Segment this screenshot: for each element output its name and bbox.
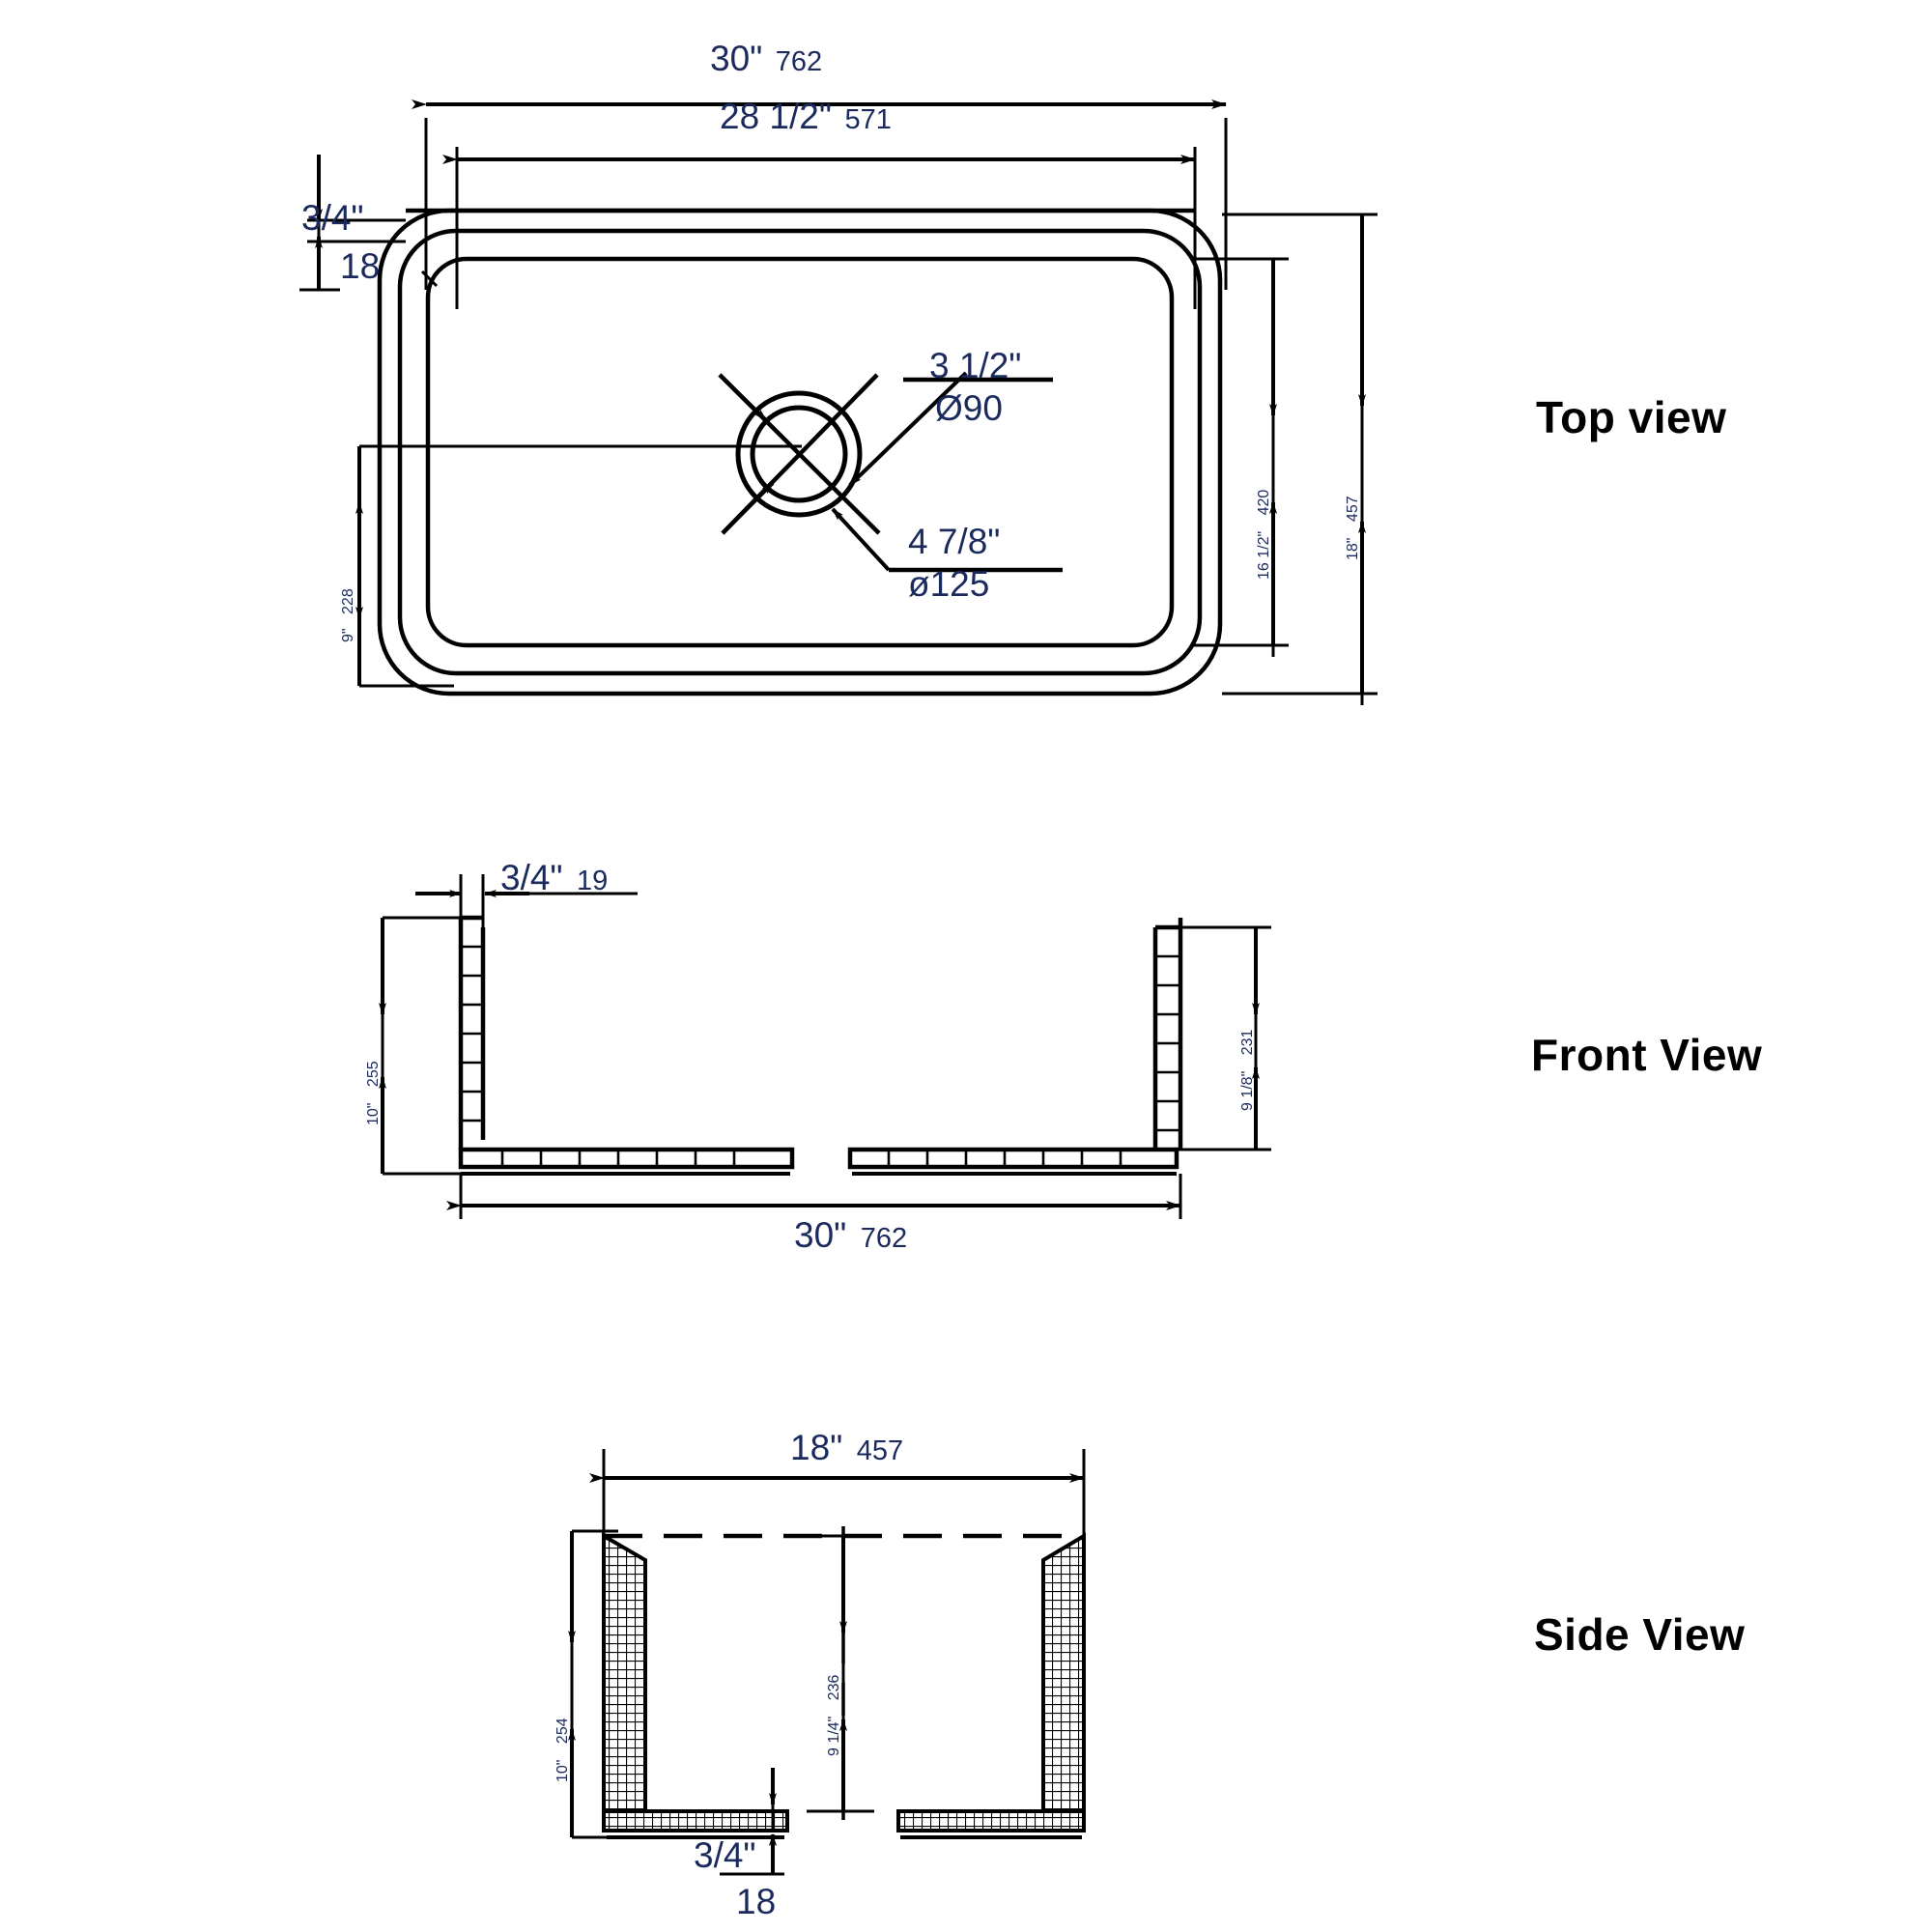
drain-inner-metric-label: Ø90: [935, 388, 1003, 429]
top-overall-width-metric: 762: [775, 46, 823, 77]
top-dim-inner-width-label: 28 1/2" 571: [720, 97, 892, 137]
front-outer-height-metric: 255: [365, 1061, 382, 1088]
drain-inner-metric: Ø90: [935, 388, 1003, 428]
front-outer-height-imperial: 10": [365, 1102, 382, 1125]
front-overall-width-imperial: 30": [794, 1215, 847, 1255]
side-base-thickness-imperial: 3/4": [694, 1835, 756, 1875]
drain-inner-imperial: 3 1/2": [929, 346, 1022, 385]
drain-outer-imperial-label: 4 7/8": [908, 522, 1000, 562]
side-dim-inner-height-label: 9 1/4" 236: [826, 1675, 843, 1756]
side-dim-outer-height: [568, 1529, 618, 1839]
top-overall-depth-imperial: 18": [1345, 537, 1361, 560]
front-wall-thickness-metric: 19: [577, 866, 609, 896]
top-inner-depth-imperial: 16 1/2": [1256, 530, 1272, 580]
top-dim-rim-thickness: [299, 155, 406, 292]
top-dim-inner-width: [442, 147, 1197, 309]
side-dim-base-metric-label: 18: [736, 1882, 776, 1922]
side-dim-base-imperial-label: 3/4": [694, 1835, 756, 1876]
front-dim-overall-width-label: 30" 762: [794, 1215, 907, 1256]
top-dim-overall-width: [412, 99, 1228, 290]
top-overall-depth-metric: 457: [1345, 496, 1361, 523]
side-inner-height-metric: 236: [826, 1674, 842, 1701]
side-dim-inner-height: [807, 1534, 874, 1813]
top-dim-overall-depth-label: 18" 457: [1345, 496, 1362, 560]
view-title-top: Top view: [1536, 392, 1727, 442]
top-dim-rim-imperial-label: 3/4": [301, 198, 364, 239]
top-inner-width-metric: 571: [844, 104, 892, 135]
side-inner-height-imperial: 9 1/4": [826, 1716, 842, 1756]
side-dim-outer-height-label: 10" 254: [554, 1718, 572, 1782]
front-dim-wall-thickness-label: 3/4" 19: [500, 858, 608, 898]
top-drain-offset-imperial: 9": [340, 628, 356, 642]
drain-inner-imperial-label: 3 1/2": [929, 346, 1021, 386]
front-dim-inner-height-label: 9 1/8" 231: [1239, 1030, 1257, 1111]
side-overall-depth-metric: 457: [856, 1435, 904, 1466]
top-dim-drain-offset-label: 9" 228: [340, 588, 357, 642]
drain-leaders: [718, 371, 1063, 573]
drain-outer-metric: ø125: [908, 564, 990, 604]
side-dim-overall-depth-label: 18" 457: [790, 1428, 903, 1468]
front-dim-inner-height: [1177, 925, 1271, 1151]
front-dim-overall-width: [446, 1174, 1182, 1219]
front-view-geometry: [458, 915, 1183, 1176]
top-drain-offset-metric: 228: [340, 588, 356, 614]
top-dim-overall-width-label: 30" 762: [710, 39, 822, 79]
front-wall-thickness-imperial: 3/4": [500, 858, 563, 897]
side-dim-overall-depth: [589, 1449, 1086, 1546]
top-dim-inner-depth: [1193, 257, 1289, 657]
front-dim-outer-height: [379, 916, 464, 1176]
top-dim-drain-offset: [355, 444, 802, 688]
side-overall-depth-imperial: 18": [790, 1428, 843, 1467]
top-dim-overall-depth: [1222, 213, 1378, 705]
side-dim-base-thickness: [720, 1768, 784, 1876]
drain-outer-imperial: 4 7/8": [908, 522, 1001, 561]
view-title-front: Front View: [1531, 1030, 1763, 1080]
front-inner-height-imperial: 9 1/8": [1239, 1070, 1256, 1111]
drain-outer-metric-label: ø125: [908, 564, 989, 605]
view-title-side: Side View: [1534, 1609, 1746, 1660]
front-overall-width-metric: 762: [860, 1223, 908, 1254]
side-view-geometry: [602, 1526, 1086, 1839]
side-outer-height-metric: 254: [554, 1718, 571, 1745]
top-dim-rim-metric-label: 18: [340, 246, 380, 287]
side-outer-height-imperial: 10": [554, 1759, 571, 1782]
top-inner-width-imperial: 28 1/2": [720, 97, 833, 136]
top-inner-depth-metric: 420: [1256, 489, 1272, 516]
side-base-thickness-metric: 18: [736, 1882, 777, 1921]
top-overall-width-imperial: 30": [710, 39, 763, 78]
top-dim-inner-depth-label: 16 1/2" 420: [1256, 490, 1273, 580]
top-rim-thickness-metric: 18: [340, 246, 381, 286]
front-inner-height-metric: 231: [1239, 1029, 1256, 1056]
front-dim-outer-height-label: 10" 255: [365, 1061, 383, 1125]
top-rim-thickness-imperial: 3/4": [301, 198, 364, 238]
